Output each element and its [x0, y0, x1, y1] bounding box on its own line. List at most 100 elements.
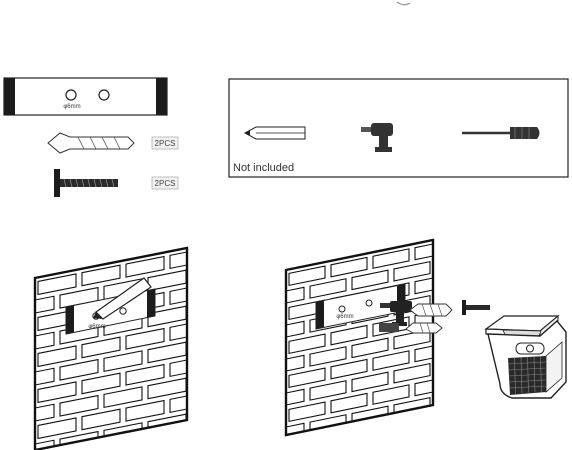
brick — [192, 262, 230, 283]
brick — [286, 388, 305, 410]
brick — [169, 319, 187, 342]
brick — [247, 343, 283, 362]
brick — [309, 380, 347, 401]
brick — [103, 386, 143, 409]
brick — [351, 337, 389, 359]
brick — [81, 372, 121, 395]
bracket-hole-right — [98, 89, 110, 101]
brick — [436, 389, 472, 408]
brick — [372, 248, 410, 269]
brick — [35, 403, 55, 426]
solar-cell-line — [509, 379, 547, 383]
brick — [330, 256, 368, 278]
brick — [330, 392, 368, 414]
brick — [351, 371, 389, 393]
brick — [288, 401, 326, 423]
brick — [37, 345, 77, 368]
brick — [288, 265, 326, 287]
solar-light-icon — [484, 314, 567, 399]
brick — [169, 355, 187, 378]
brick — [214, 383, 252, 404]
brick — [372, 384, 410, 405]
brick — [457, 232, 493, 251]
pencil-icon — [243, 126, 306, 140]
brick — [125, 399, 165, 422]
brick — [414, 273, 433, 295]
brick — [436, 321, 472, 340]
solar-cell-line — [508, 373, 547, 377]
step1-hole-label: φ6mm — [88, 324, 105, 330]
brick — [35, 439, 55, 450]
screwdriver-icon — [462, 127, 540, 139]
brick — [37, 381, 77, 404]
brick — [147, 269, 187, 292]
brick — [247, 411, 283, 430]
step2-anchor-icon — [379, 303, 453, 334]
screw-qty-label: 2PCS — [155, 179, 176, 188]
brick — [169, 283, 187, 306]
brick — [214, 275, 252, 296]
brick — [0, 319, 32, 340]
solar-cell-line — [508, 361, 547, 365]
brick — [192, 298, 230, 319]
brick — [286, 422, 305, 435]
brick — [247, 377, 283, 396]
top-stray-mark — [396, 1, 411, 6]
brick — [330, 324, 368, 346]
brick — [81, 408, 121, 431]
brick — [147, 341, 187, 364]
brick — [393, 362, 431, 384]
brick — [414, 375, 433, 397]
brick — [372, 350, 410, 371]
screw-part: 2PCS — [54, 169, 179, 197]
brick — [214, 239, 252, 260]
brick — [330, 358, 368, 380]
brick — [436, 355, 472, 374]
brick — [0, 427, 32, 448]
brick — [0, 391, 32, 412]
brick — [35, 367, 55, 390]
step2-drill-icon — [380, 301, 412, 326]
solar-cell-line — [509, 385, 547, 389]
mounting-bracket: φ6mm — [3, 77, 168, 116]
step2-wall: φ6mm — [247, 232, 493, 437]
brick — [81, 336, 121, 359]
brick — [351, 269, 389, 291]
brick — [436, 253, 472, 272]
brick — [0, 355, 32, 376]
step1-wall: φ6mm — [0, 239, 252, 450]
solar-cell-line — [508, 367, 547, 371]
step2-hole-label: φ6mm — [336, 314, 353, 320]
brick — [125, 327, 165, 350]
brick — [192, 334, 230, 355]
brick — [0, 283, 32, 304]
brick — [286, 354, 305, 376]
brick — [35, 295, 55, 318]
brick — [81, 264, 121, 287]
brick — [457, 266, 493, 285]
brick — [457, 334, 493, 353]
brick — [169, 248, 187, 270]
step1-pencil-icon — [93, 277, 152, 320]
brick — [286, 320, 305, 342]
brick — [37, 417, 77, 440]
wall-anchor-part: 2PCS — [47, 132, 179, 154]
brick — [247, 275, 283, 294]
brick — [103, 350, 143, 373]
brick — [192, 370, 230, 391]
brick — [214, 347, 252, 368]
brick — [288, 367, 326, 389]
not-included-caption: Not included — [233, 162, 294, 174]
brick — [125, 363, 165, 386]
brick — [309, 278, 347, 299]
brick — [414, 240, 433, 261]
brick — [35, 331, 55, 354]
bracket-hole-label: φ6mm — [63, 104, 80, 110]
bracket-hole-left — [65, 89, 77, 101]
brick — [147, 377, 187, 400]
brick — [436, 287, 472, 306]
brick — [125, 255, 165, 278]
brick — [37, 273, 77, 296]
brick — [192, 406, 230, 427]
